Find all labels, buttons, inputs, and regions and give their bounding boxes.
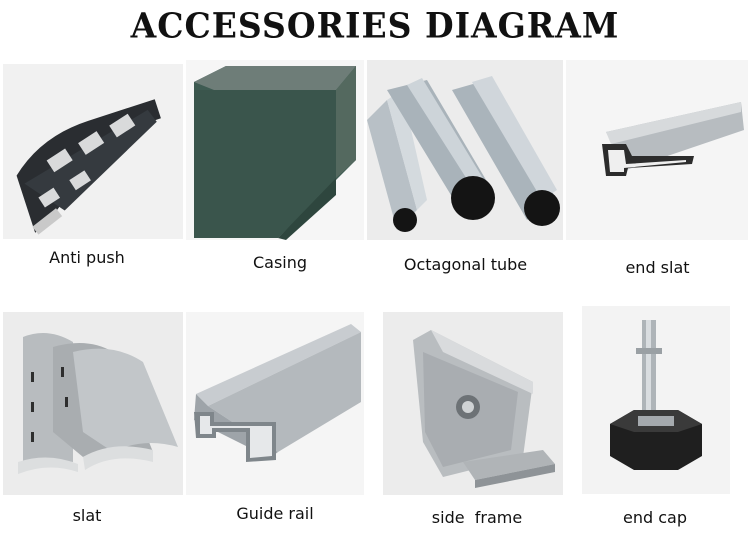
side-frame-image bbox=[383, 312, 563, 495]
guide-rail-label: Guide rail bbox=[236, 504, 314, 523]
end-cap-label: end cap bbox=[623, 508, 687, 527]
octagonal-tube-label: Octagonal tube bbox=[403, 255, 528, 274]
end-cap-image bbox=[582, 306, 730, 494]
side-frame-label: side frame bbox=[431, 508, 523, 527]
slat-label: slat bbox=[72, 506, 102, 525]
anti-push-label: Anti push bbox=[49, 248, 125, 267]
octagonal-tube-image bbox=[367, 60, 563, 240]
casing-label: Casing bbox=[252, 253, 308, 272]
page-title: ACCESSORIES DIAGRAM bbox=[130, 5, 620, 46]
slat-image bbox=[3, 312, 183, 495]
end-slat-image bbox=[566, 60, 748, 240]
anti-push-image bbox=[3, 64, 183, 239]
casing-image bbox=[186, 60, 364, 240]
end-slat-label: end slat bbox=[625, 258, 690, 277]
guide-rail-image bbox=[186, 312, 364, 495]
